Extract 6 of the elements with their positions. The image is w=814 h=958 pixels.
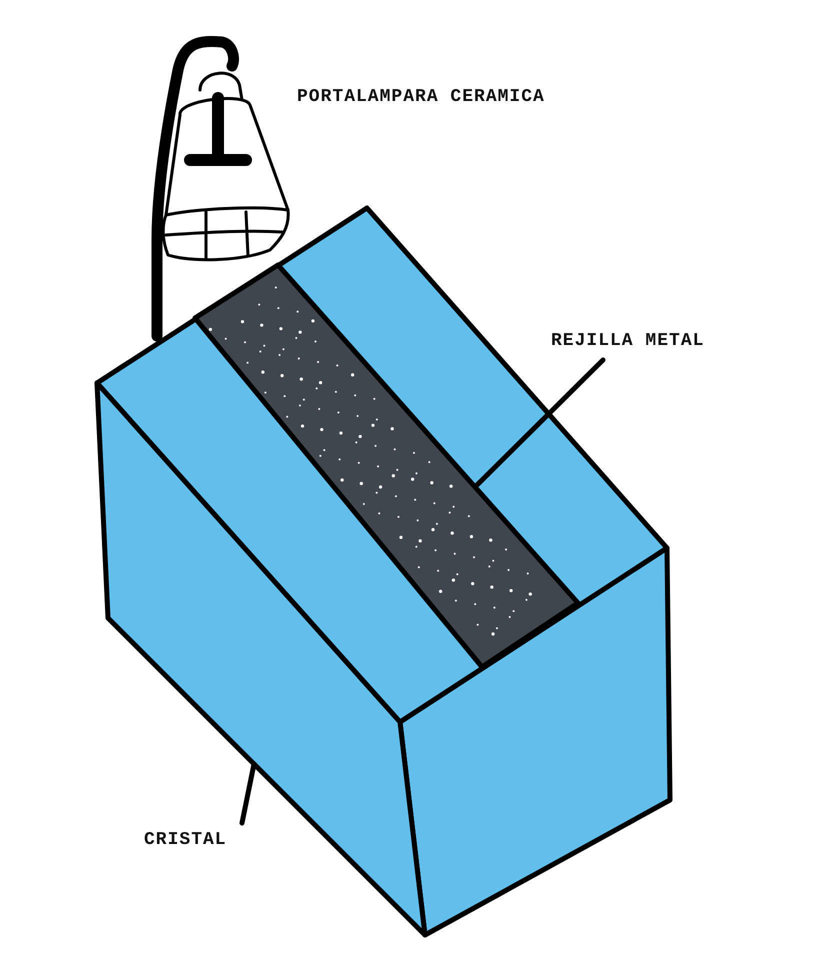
part-label: CRISTAL (144, 829, 227, 851)
leader-line (240, 762, 256, 826)
glass-side-panel (94, 380, 428, 938)
part-label: PORTALAMPARA CERAMICA (297, 86, 545, 108)
part-label: REJILLA METAL (551, 330, 704, 352)
leader-line (474, 358, 606, 488)
